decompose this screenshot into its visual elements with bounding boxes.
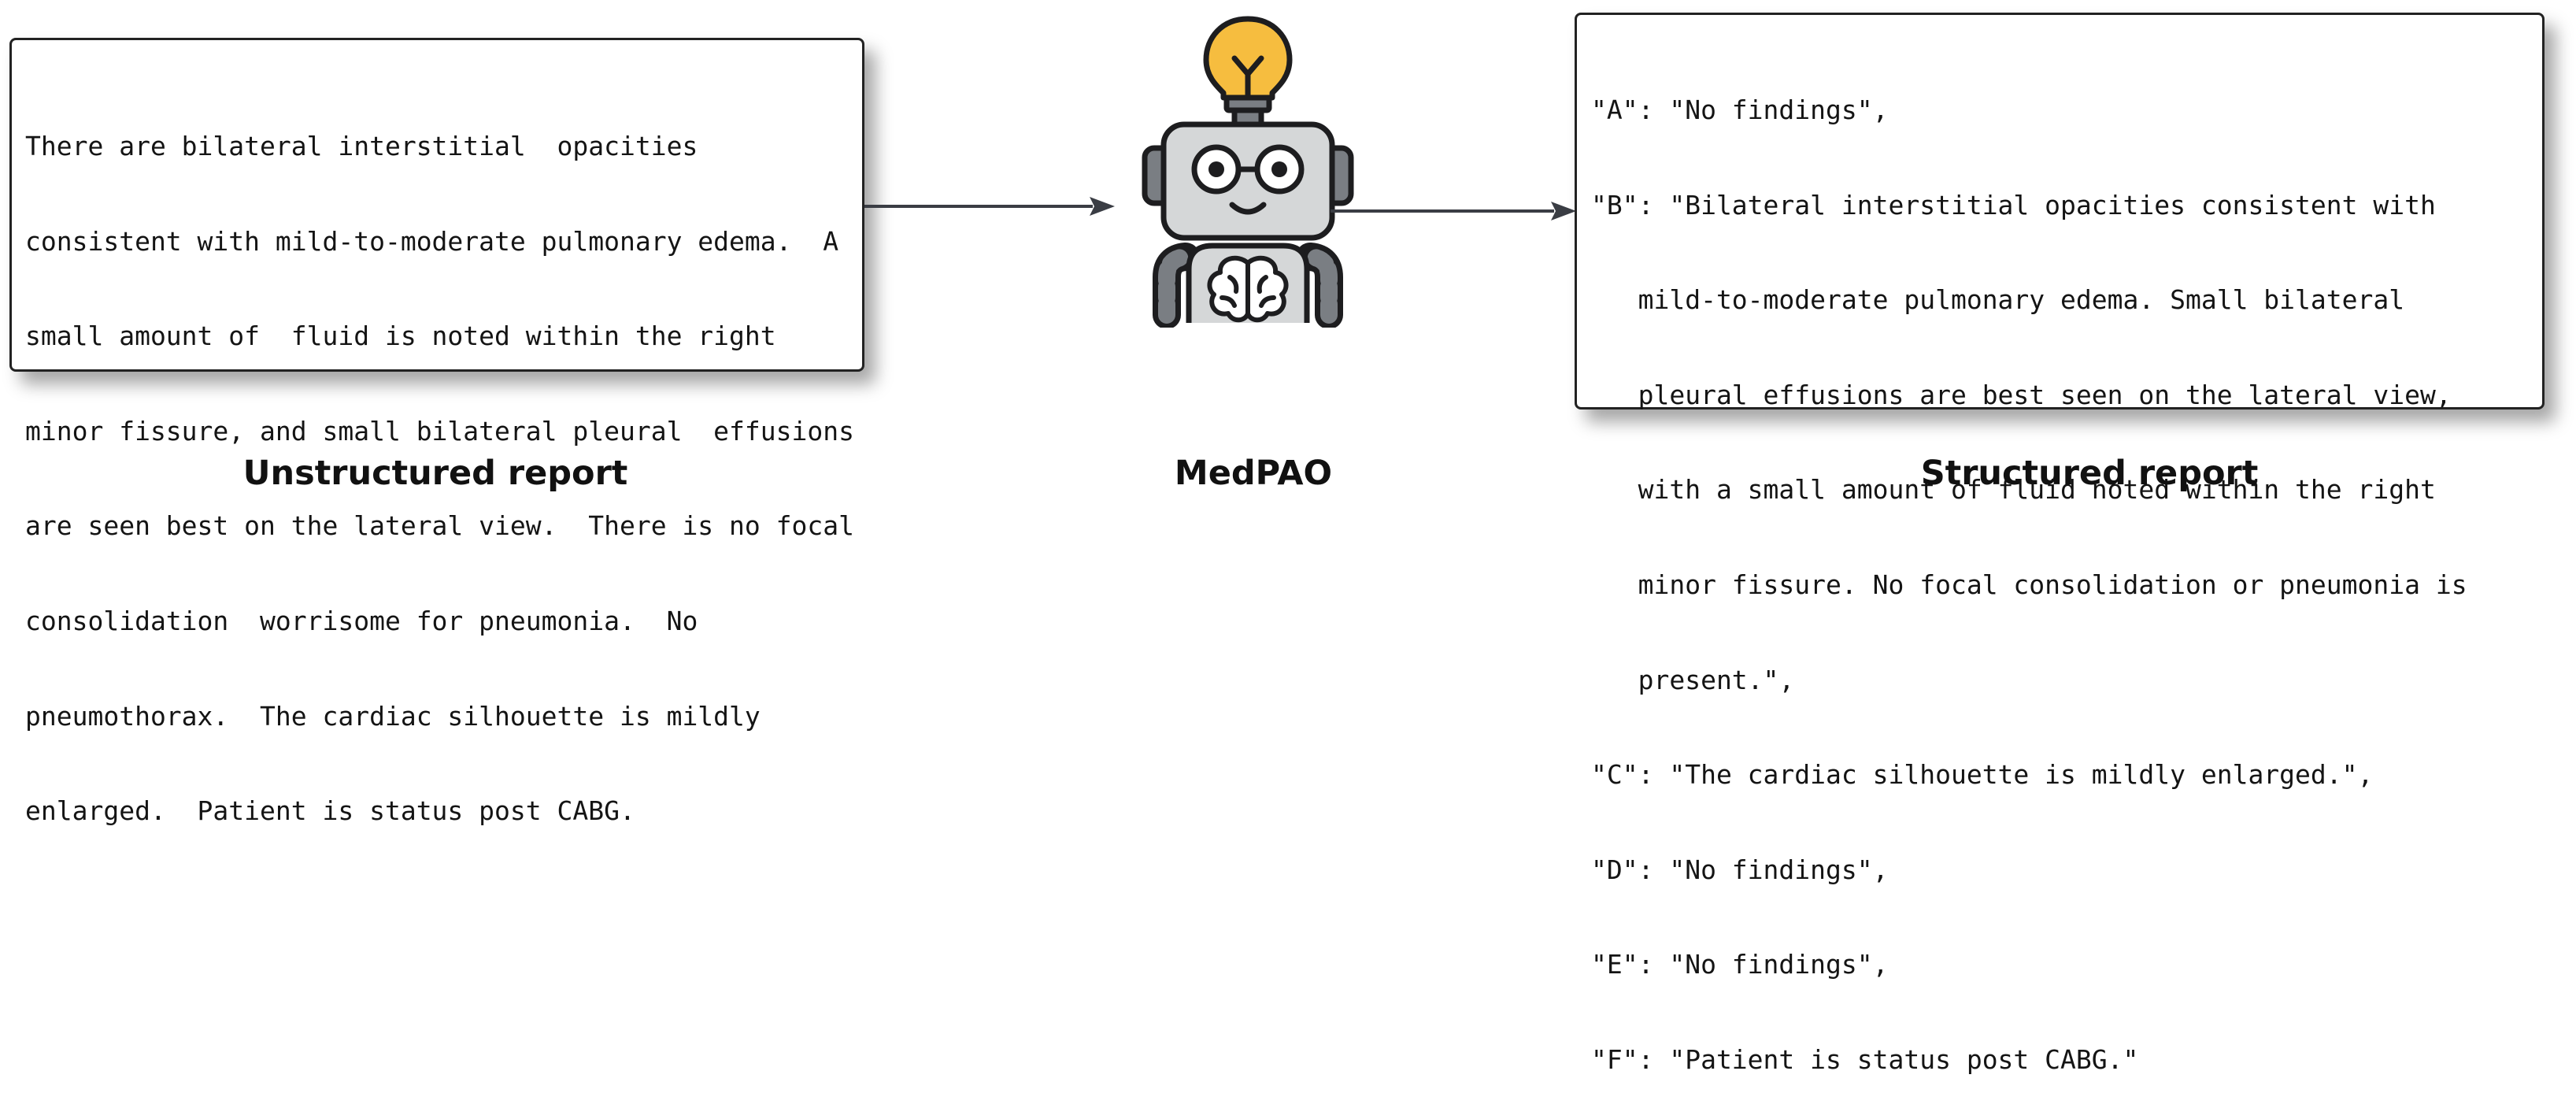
- structured-report-line: "F": "Patient is status post CABG.": [1591, 1043, 2139, 1075]
- medpao-label: MedPAO: [1174, 454, 1333, 493]
- structured-report-line: "B": "Bilateral interstitial opacities c…: [1591, 189, 2436, 220]
- unstructured-report-line: minor fissure, and small bilateral pleur…: [25, 415, 854, 447]
- structured-report-line: minor fissure. No focal consolidation or…: [1591, 569, 2467, 600]
- robot-with-lightbulb-and-brain-icon: [1142, 16, 1354, 328]
- structured-report-line: present.",: [1591, 664, 1795, 695]
- unstructured-report-line: enlarged. Patient is status post CABG.: [25, 795, 635, 827]
- unstructured-report-line: are seen best on the lateral view. There…: [25, 510, 854, 542]
- structured-report-line: "A": "No findings",: [1591, 94, 1889, 125]
- structured-report-label: Structured report: [1920, 454, 2259, 493]
- unstructured-report-line: pneumothorax. The cardiac silhouette is …: [25, 700, 761, 732]
- structured-report-line: "E": "No findings",: [1591, 949, 1889, 980]
- output-arrow: [1331, 202, 1576, 220]
- unstructured-report-line: There are bilateral interstitial opaciti…: [25, 131, 698, 161]
- structured-report-line: mild-to-moderate pulmonary edema. Small …: [1591, 284, 2405, 316]
- lightbulb-icon: [1203, 16, 1293, 113]
- unstructured-report-line: consistent with mild-to-moderate pulmona…: [25, 225, 839, 257]
- unstructured-report-label: Unstructured report: [242, 454, 628, 493]
- structured-report-line: "C": "The cardiac silhouette is mildly e…: [1591, 759, 2374, 791]
- unstructured-report-box: There are bilateral interstitial opaciti…: [9, 38, 864, 826]
- structured-report-line: pleural effusions are best seen on the l…: [1591, 379, 2452, 410]
- brain-icon: [1207, 255, 1289, 323]
- input-arrow: [864, 197, 1115, 216]
- glasses-icon: [1191, 144, 1305, 195]
- unstructured-report-line: small amount of fluid is noted within th…: [25, 321, 776, 352]
- unstructured-report-line: consolidation worrisome for pneumonia. N…: [25, 605, 698, 636]
- structured-report-box: "A": "No findings", "B": "Bilateral inte…: [1575, 13, 2545, 1075]
- structured-report-line: with a small amount of fluid noted withi…: [1591, 474, 2436, 506]
- structured-report-line: "D": "No findings",: [1591, 854, 1889, 885]
